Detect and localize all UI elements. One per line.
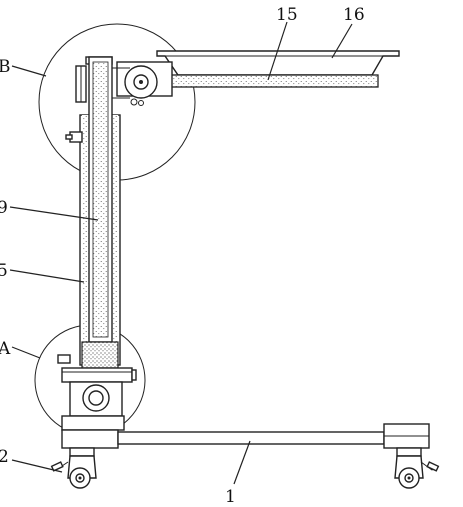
left-caster [50,447,97,489]
tray [156,50,400,76]
support-arm [149,74,379,88]
label-2: 2 [0,447,9,467]
label-a: A [0,339,11,359]
label-1: 1 [225,487,236,507]
label-9: 9 [0,198,8,218]
right-caster [394,447,440,489]
base [61,415,430,449]
label-15: 15 [276,5,298,25]
leader-lines [9,21,353,485]
column [65,56,130,366]
upper-pulley-assembly [116,61,173,106]
lower-block [57,341,137,417]
label-b: B [0,57,11,77]
label-16: 16 [343,5,365,25]
label-5: 5 [0,261,8,281]
